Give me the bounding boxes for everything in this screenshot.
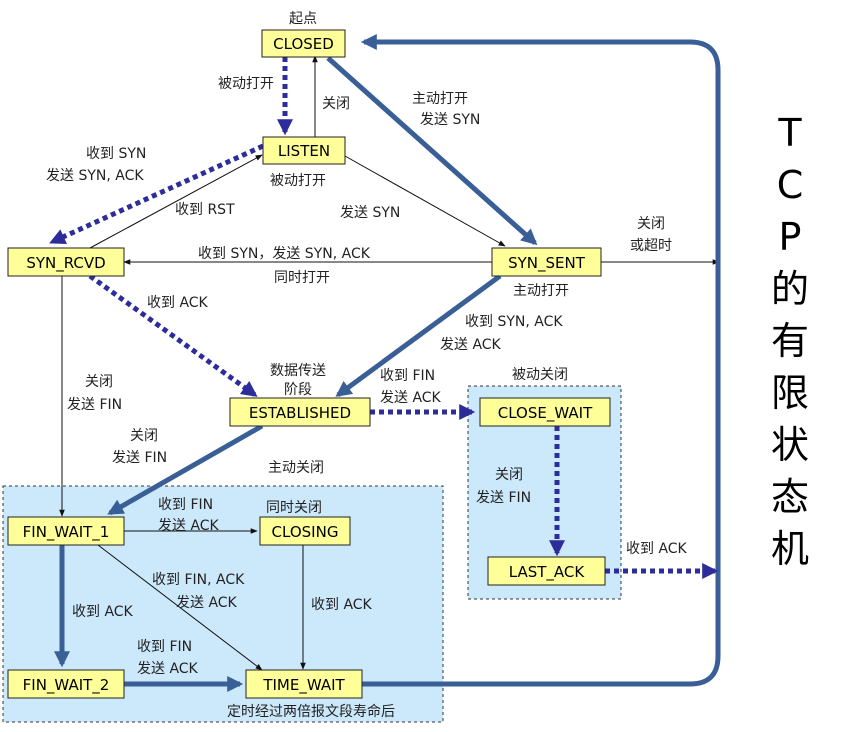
label-recv-ack-3: 收到 ACK	[311, 597, 373, 613]
label-send-fin-3: 发送 FIN	[476, 490, 531, 506]
state-syn-rcvd-label: SYN_RCVD	[26, 254, 105, 273]
label-send-syn-ack: 发送 SYN, ACK	[46, 168, 144, 184]
label-close-4: 关闭	[495, 467, 523, 483]
state-last-ack: LAST_ACK	[487, 556, 606, 586]
side-title-char: P	[779, 215, 802, 259]
side-title-char: C	[777, 163, 804, 207]
label-active-open-1: 主动打开	[412, 90, 468, 107]
label-close-3: 关闭	[130, 428, 158, 444]
label-recv-syn-ack-2: 发送 ACK	[440, 337, 502, 353]
label-simul-open: 同时打开	[274, 269, 330, 286]
state-closed-label: CLOSED	[273, 35, 334, 53]
side-title: T C P 的 有 限 状 态 机	[771, 111, 809, 571]
state-fin-wait-1: FIN_WAIT_1	[7, 516, 125, 546]
label-start: 起点	[289, 11, 317, 27]
state-close-wait: CLOSE_WAIT	[479, 397, 611, 427]
edge-timewait-closed-loop	[360, 34, 721, 687]
edge-synrcvd-established	[88, 273, 258, 398]
label-recv-rst: 收到 RST	[175, 202, 235, 218]
label-send-fin-2: 发送 FIN	[112, 450, 167, 466]
label-active-open-2: 主动打开	[513, 282, 569, 299]
label-passive-open-1: 被动打开	[218, 75, 274, 92]
label-close-or-timeout-1: 关闭	[637, 216, 665, 232]
state-syn-sent-label: SYN_SENT	[508, 254, 586, 273]
state-established: ESTABLISHED	[229, 397, 371, 427]
side-title-char: 限	[771, 371, 809, 415]
side-title-char: 机	[771, 527, 809, 571]
label-data-transfer-1: 数据传送	[270, 363, 326, 379]
state-time-wait-label: TIME_WAIT	[262, 676, 345, 695]
edge-listen-synrcvd	[49, 143, 265, 245]
label-close-2: 关闭	[85, 374, 113, 390]
side-title-char: 有	[771, 319, 809, 363]
label-close-or-timeout-2: 或超时	[630, 238, 672, 254]
edge-closed-synsent	[326, 56, 538, 246]
side-title-char: T	[777, 111, 802, 155]
label-recv-ack-2: 收到 ACK	[626, 541, 688, 557]
label-recv-fin-ack-1: 收到 FIN, ACK	[152, 572, 245, 588]
state-syn-sent: SYN_SENT	[491, 247, 602, 277]
label-close-1: 关闭	[322, 96, 350, 112]
state-fin-wait-2-label: FIN_WAIT_2	[23, 676, 110, 695]
state-closed: CLOSED	[261, 29, 346, 58]
state-time-wait: TIME_WAIT	[245, 669, 363, 699]
state-fin-wait-1-label: FIN_WAIT_1	[23, 523, 110, 542]
edge-finwait1-timewait	[97, 544, 263, 671]
edge-synrcvd-listen	[89, 154, 263, 249]
state-established-label: ESTABLISHED	[249, 404, 351, 422]
state-listen: LISTEN	[262, 136, 346, 165]
state-closing: CLOSING	[259, 516, 351, 546]
label-send-syn-2: 发送 SYN	[340, 205, 400, 221]
label-recv-fin-ack-2: 发送 ACK	[176, 595, 238, 611]
label-recv-fin-2: 收到 FIN	[158, 497, 213, 513]
edge-listen-synsent	[344, 155, 506, 247]
label-passive-open-2: 被动打开	[270, 172, 326, 189]
side-title-char: 态	[771, 475, 809, 519]
edge-established-finwait1	[107, 423, 264, 516]
state-last-ack-label: LAST_ACK	[509, 563, 586, 582]
label-send-fin-1: 发送 FIN	[67, 397, 122, 413]
state-listen-label: LISTEN	[278, 142, 330, 160]
label-timeout-2msl: 定时经过两倍报文段寿命后	[227, 703, 395, 720]
label-send-ack-1: 发送 ACK	[380, 390, 442, 406]
label-recv-syn-ack-1: 收到 SYN, ACK	[465, 314, 563, 330]
side-title-char: 的	[771, 267, 809, 311]
state-syn-rcvd: SYN_RCVD	[7, 247, 125, 277]
label-send-ack-3: 发送 ACK	[137, 661, 199, 677]
side-title-char: 状	[771, 423, 809, 467]
label-recv-fin-1: 收到 FIN	[380, 368, 435, 384]
state-fin-wait-2: FIN_WAIT_2	[7, 669, 125, 699]
label-active-close: 主动关闭	[268, 460, 324, 476]
label-recv-ack-4: 收到 ACK	[72, 604, 134, 620]
label-send-ack-2: 发送 ACK	[158, 518, 220, 534]
state-closing-label: CLOSING	[272, 523, 339, 541]
label-recv-fin-3: 收到 FIN	[137, 639, 192, 655]
label-simul-syn: 收到 SYN，发送 SYN, ACK	[198, 246, 371, 262]
label-simul-close: 同时关闭	[266, 500, 322, 516]
label-recv-ack-1: 收到 ACK	[147, 295, 209, 311]
edge-synsent-established	[335, 273, 502, 398]
label-data-transfer-2: 阶段	[284, 382, 312, 398]
state-close-wait-label: CLOSE_WAIT	[498, 404, 593, 423]
label-passive-close: 被动关闭	[512, 367, 568, 383]
label-send-syn-1: 发送 SYN	[420, 112, 480, 128]
label-recv-syn: 收到 SYN	[86, 146, 146, 162]
